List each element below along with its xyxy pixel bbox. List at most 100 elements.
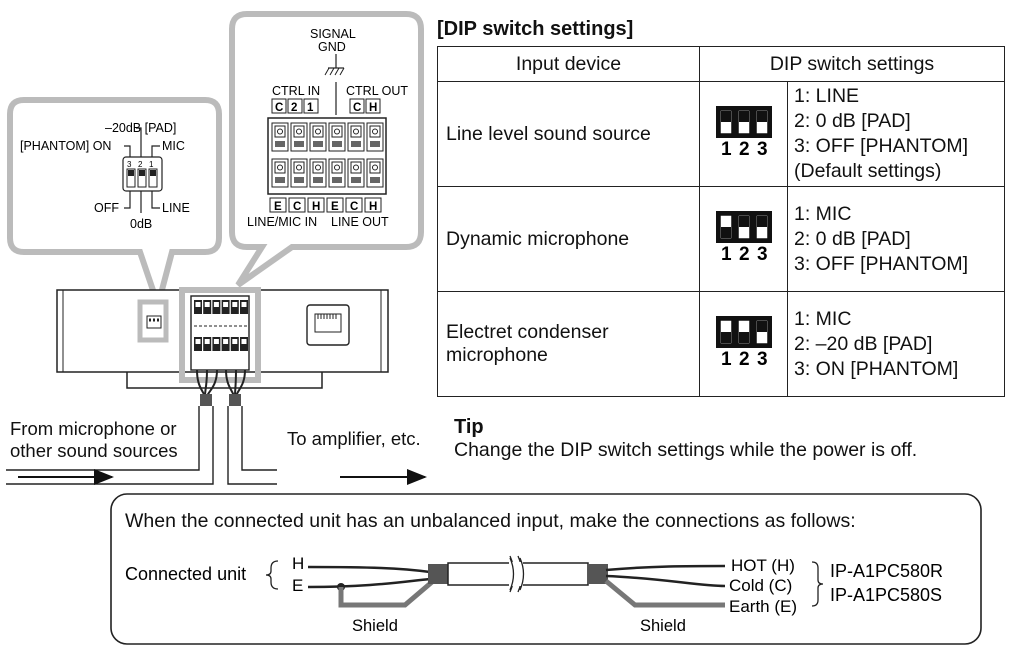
setting-line: (Default settings) <box>794 160 942 182</box>
setting-line: 1: MIC <box>794 307 852 330</box>
note-text: When the connected unit has an unbalance… <box>125 510 856 532</box>
dip-settings-title: [DIP switch settings] <box>437 18 634 40</box>
device-cell: Line level sound source <box>437 81 700 187</box>
switch-number: 2 <box>739 244 750 262</box>
terminal-highlight <box>179 287 261 383</box>
setting-line: 3: OFF [PHANTOM] <box>794 252 969 275</box>
off-label: OFF <box>94 201 119 215</box>
switch-number: 1 <box>721 244 732 262</box>
settings-cell: 1: LINE 2: 0 dB [PAD] 3: OFF [PHANTOM] (… <box>787 81 1005 187</box>
cold-label: Cold (C) <box>729 576 792 595</box>
switch-lever <box>738 332 749 343</box>
shield-left-label: Shield <box>352 617 398 635</box>
terminal-pin: H <box>312 201 320 213</box>
cables <box>6 369 427 485</box>
device-cell: Dynamic microphone <box>437 186 700 292</box>
ctrl-in-pin: 1 <box>307 102 314 114</box>
tip-heading: Tip <box>454 416 484 438</box>
terminal-pin: E <box>331 201 339 213</box>
phantom-on-label: [PHANTOM] ON <box>20 139 111 153</box>
switch-number: 3 <box>757 139 768 157</box>
signal-label: SIGNAL <box>310 27 356 41</box>
switch-number: 3 <box>757 349 768 367</box>
ctrl-in-pin: C <box>275 102 283 114</box>
terminal-pin: E <box>274 201 282 213</box>
setting-line: 1: MIC <box>794 202 852 225</box>
terminal-pin: H <box>369 201 377 213</box>
dip-settings-table: Input device DIP switch settings Line le… <box>437 46 1005 397</box>
device-line: microphone <box>446 344 548 366</box>
terminal-pin: C <box>293 201 301 213</box>
line-label: LINE <box>162 201 190 215</box>
setting-line: 2: 0 dB [PAD] <box>794 227 911 250</box>
ctrl-in-pin: 2 <box>291 102 297 114</box>
zero-db-label: 0dB <box>130 217 152 231</box>
device-cell: Electret condenser microphone <box>437 291 700 397</box>
shield-right-label: Shield <box>640 617 686 635</box>
dip-num-1: 1 <box>149 160 154 169</box>
hot-label: HOT (H) <box>731 556 795 575</box>
connected-unit-label: Connected unit <box>125 564 246 584</box>
ctrl-out-pin: C <box>353 102 361 114</box>
gnd-label: GND <box>318 40 346 54</box>
settings-cell: 1: MIC 2: 0 dB [PAD] 3: OFF [PHANTOM] <box>787 186 1005 292</box>
ctrl-out-pin: H <box>369 102 377 114</box>
switch-lever <box>720 111 731 122</box>
connection-note-box: Connected unit H E HOT (H) Cold (C) Eart… <box>110 493 982 645</box>
model-s-label: IP-A1PC580S <box>830 585 942 605</box>
tip-text: Change the DIP switch settings while the… <box>454 439 918 461</box>
switch-lever <box>720 332 731 343</box>
setting-line: 2: 0 dB [PAD] <box>794 110 911 132</box>
switch-lever <box>738 111 749 122</box>
lan-port-icon <box>306 304 350 346</box>
dip-num-3: 3 <box>127 160 132 169</box>
line-mic-in-label: LINE/MIC IN <box>247 215 317 229</box>
setting-line: 2: –20 dB [PAD] <box>794 332 933 355</box>
switch-lever <box>756 111 767 122</box>
switch-number: 2 <box>739 139 750 157</box>
dip-highlight <box>137 299 169 343</box>
pad-label: –20dB [PAD] <box>105 121 176 135</box>
ctrl-in-label: CTRL IN <box>272 84 320 98</box>
ctrl-out-label: CTRL OUT <box>346 84 408 98</box>
col-header-dip-settings: DIP switch settings <box>699 46 1005 82</box>
line-out-label: LINE OUT <box>331 215 389 229</box>
setting-line: 1: LINE <box>794 85 860 107</box>
switch-lever <box>756 321 767 332</box>
terminal-pin: C <box>350 201 358 213</box>
switch-lever <box>756 216 767 227</box>
switch-number: 3 <box>757 244 768 262</box>
switch-number: 1 <box>721 139 732 157</box>
setting-line: 3: OFF [PHANTOM] <box>794 135 969 157</box>
device-line: Electret condenser <box>446 321 609 343</box>
setting-line: 3: ON [PHANTOM] <box>794 357 959 380</box>
col-header-input-device: Input device <box>437 46 700 82</box>
dip-num-2: 2 <box>138 160 143 169</box>
switch-lever <box>720 227 731 238</box>
device-unit <box>56 287 389 389</box>
switch-lever <box>738 216 749 227</box>
h-label: H <box>292 554 304 573</box>
model-r-label: IP-A1PC580R <box>830 561 943 581</box>
to-label: To amplifier, etc. <box>287 428 421 449</box>
switch-number: 1 <box>721 349 732 367</box>
earth-label: Earth (E) <box>729 597 797 616</box>
dip-callout: –20dB [PAD] [PHANTOM] ON MIC OFF LINE 0d… <box>7 97 222 316</box>
mic-label: MIC <box>162 139 185 153</box>
settings-cell: 1: MIC 2: –20 dB [PAD] 3: ON [PHANTOM] <box>787 291 1005 397</box>
switch-number: 2 <box>739 349 750 367</box>
tip-box: Tip Change the DIP switch settings while… <box>454 416 917 462</box>
e-label: E <box>292 576 303 595</box>
